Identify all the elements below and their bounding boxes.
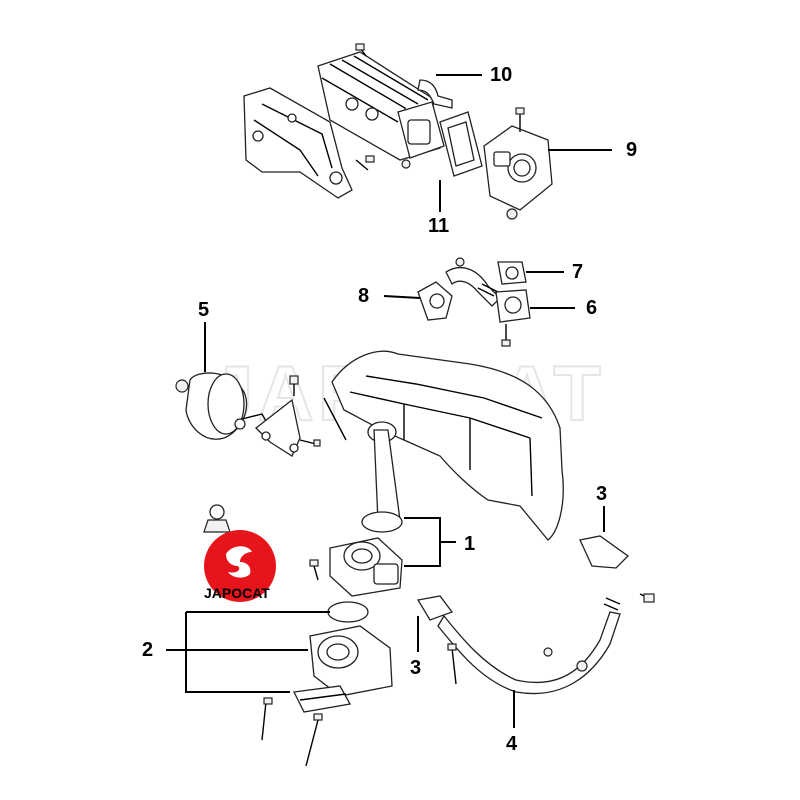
callout-11: 11 xyxy=(428,215,449,237)
callout-8: 8 xyxy=(358,285,369,307)
callout-1: 1 xyxy=(464,533,475,555)
callout-10: 10 xyxy=(490,64,512,86)
callout-2: 2 xyxy=(142,639,153,661)
egr-cooler-assembly xyxy=(243,43,453,199)
callout-4: 4 xyxy=(506,733,518,755)
callout-7: 7 xyxy=(572,261,583,283)
callout-6: 6 xyxy=(586,297,597,319)
egr-pipe xyxy=(416,535,655,695)
nut xyxy=(203,504,231,533)
egr-valve xyxy=(309,511,403,597)
callout-9: 9 xyxy=(626,139,637,161)
logo-figure-icon xyxy=(226,546,252,578)
egr-valve-upper xyxy=(483,107,553,220)
cooler-gasket xyxy=(439,111,483,177)
callout-3-left: 3 xyxy=(410,657,421,679)
callout-5: 5 xyxy=(198,299,209,321)
egr-small-pipe xyxy=(417,257,531,347)
egr-adapter xyxy=(261,601,393,767)
japocat-logo: JAPOCAT xyxy=(204,530,276,602)
callout-3-right: 3 xyxy=(596,483,607,505)
logo-text: JAPOCAT xyxy=(204,585,270,601)
intake-manifold xyxy=(323,350,564,541)
vacuum-actuator xyxy=(175,372,321,457)
